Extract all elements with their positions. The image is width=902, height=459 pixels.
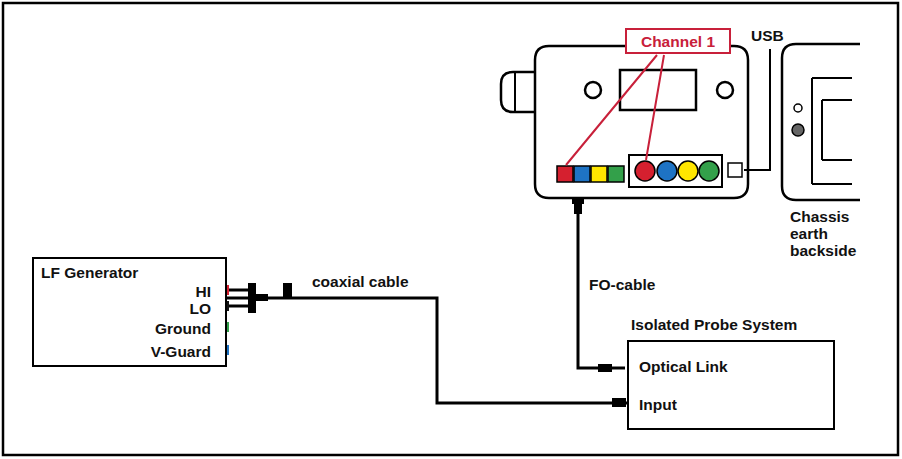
chassis-label: Chassis earth backside	[788, 208, 872, 259]
node-heading: Isolated Probe System	[631, 316, 797, 333]
coax-cable	[227, 298, 627, 403]
generator-box: LF GeneratorHILO GroundV-Guard	[32, 257, 227, 367]
cable-plug	[598, 364, 612, 372]
cable-label: FO-cable	[587, 276, 657, 293]
cable-plug	[574, 204, 582, 214]
edge-label: coaxial cable	[310, 273, 411, 290]
node-text: V-Guard	[151, 343, 211, 360]
node-text: Input	[639, 396, 677, 413]
leader-line	[566, 55, 664, 165]
channel-callout: Channel 1	[625, 28, 731, 54]
outer-frame	[3, 3, 898, 455]
leader-line	[744, 49, 770, 170]
node-text: LO	[189, 300, 211, 317]
node-text: Ground	[155, 320, 211, 337]
port-label: USB	[749, 27, 786, 44]
node-heading: LF Generator	[41, 264, 138, 281]
node-text: Optical Link	[639, 358, 728, 375]
instrument	[501, 46, 748, 204]
node-heading: Channel 1	[627, 33, 729, 50]
node-text: HI	[196, 283, 212, 300]
instrument-backside	[782, 44, 860, 200]
probe-box: Isolated Probe SystemOptical LinkInput	[627, 340, 835, 430]
bnc-tee	[229, 283, 626, 407]
